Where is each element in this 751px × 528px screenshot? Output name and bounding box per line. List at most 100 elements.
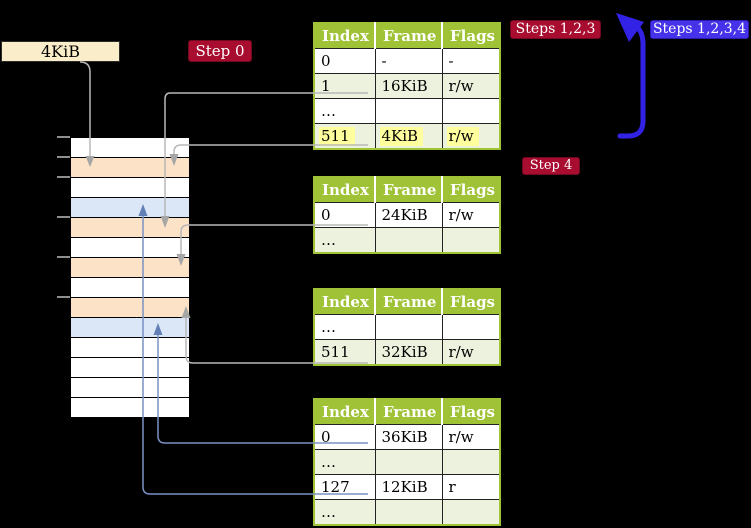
- memory-address-tick: [57, 296, 70, 298]
- column-header: Index: [314, 23, 375, 49]
- table-cell: 16KiB: [374, 73, 442, 99]
- memory-address-tick: [57, 256, 70, 258]
- memory-frame-page-table: [71, 158, 189, 178]
- memory-frame-free: [71, 378, 189, 398]
- column-header: Index: [314, 177, 375, 203]
- table-cell: 127: [314, 474, 375, 500]
- highlighted-value: r/w: [446, 127, 479, 146]
- table-cell: r/w: [441, 339, 500, 365]
- memory-frame-page-table: [71, 298, 189, 318]
- badge-step-0: Step 0: [188, 40, 252, 62]
- table-row: …: [314, 314, 500, 340]
- memory-frame-page-table: [71, 258, 189, 278]
- table-cell: [374, 98, 442, 124]
- memory-address-tick: [57, 216, 70, 218]
- badge-step-4: Step 4: [522, 157, 580, 175]
- table-cell: 12KiB: [374, 474, 442, 500]
- table-row: …: [314, 98, 500, 124]
- memory-frame-free: [71, 138, 189, 158]
- table-cell: …: [314, 98, 375, 124]
- memory-frame-free: [71, 338, 189, 358]
- table-cell: …: [314, 449, 375, 475]
- column-header: Frame: [374, 23, 442, 49]
- table-cell: [441, 499, 500, 525]
- table-cell: 0: [314, 202, 375, 228]
- table-cell: 511: [314, 339, 375, 365]
- recursive-loop-arrow: [616, 13, 646, 139]
- memory-frame-free: [71, 178, 189, 198]
- memory-frame-mapped-page: [71, 318, 189, 338]
- table-cell: [441, 98, 500, 124]
- table-cell: [441, 314, 500, 340]
- table-cell: -: [441, 48, 500, 74]
- table-cell: 0: [314, 48, 375, 74]
- table-cell: 0: [314, 424, 375, 450]
- table-cell: 511: [314, 123, 375, 149]
- table-cell: r/w: [441, 424, 500, 450]
- column-header: Index: [314, 399, 375, 425]
- table-cell: [374, 227, 442, 253]
- table-cell: 24KiB: [374, 202, 442, 228]
- memory-frame-free: [71, 278, 189, 298]
- table-cell: [374, 449, 442, 475]
- table-cell: …: [314, 227, 375, 253]
- table-cell: -: [374, 48, 442, 74]
- table-cell: r/w: [441, 123, 500, 149]
- memory-frame-page-table: [71, 218, 189, 238]
- badge-steps-1-2-3: Steps 1,2,3: [510, 20, 601, 39]
- table-cell: 36KiB: [374, 424, 442, 450]
- column-header: Flags: [441, 23, 500, 49]
- memory-frame-free: [71, 238, 189, 258]
- memory-address-tick: [57, 136, 70, 138]
- frame-address-label: 4KiB: [1, 41, 120, 62]
- badge-steps-1-2-3-4: Steps 1,2,3,4: [650, 20, 749, 39]
- table-cell: 1: [314, 73, 375, 99]
- memory-frame-free: [71, 358, 189, 378]
- column-header: Frame: [374, 177, 442, 203]
- table-cell: [374, 314, 442, 340]
- table-cell: …: [314, 314, 375, 340]
- physical-memory-strip: [70, 137, 190, 418]
- memory-address-tick: [57, 176, 70, 178]
- column-header: Flags: [441, 399, 500, 425]
- table-row: …: [314, 499, 500, 525]
- column-header: Index: [314, 289, 375, 315]
- table-cell: [441, 227, 500, 253]
- memory-address-tick: [57, 156, 70, 158]
- memory-frame-free: [71, 398, 189, 417]
- table-cell: r/w: [441, 202, 500, 228]
- table-cell: …: [314, 499, 375, 525]
- highlighted-value: 511: [319, 127, 355, 146]
- table-row: 0--: [314, 48, 500, 74]
- table-cell: [441, 449, 500, 475]
- column-header: Frame: [374, 399, 442, 425]
- table-cell: 32KiB: [374, 339, 442, 365]
- column-header: Flags: [441, 177, 500, 203]
- column-header: Flags: [441, 289, 500, 315]
- column-header: Frame: [374, 289, 442, 315]
- table-row: …: [314, 227, 500, 253]
- table-cell: [374, 499, 442, 525]
- table-cell: 4KiB: [374, 123, 442, 149]
- table-cell: r/w: [441, 73, 500, 99]
- table-cell: r: [441, 474, 500, 500]
- memory-frame-mapped-page: [71, 198, 189, 218]
